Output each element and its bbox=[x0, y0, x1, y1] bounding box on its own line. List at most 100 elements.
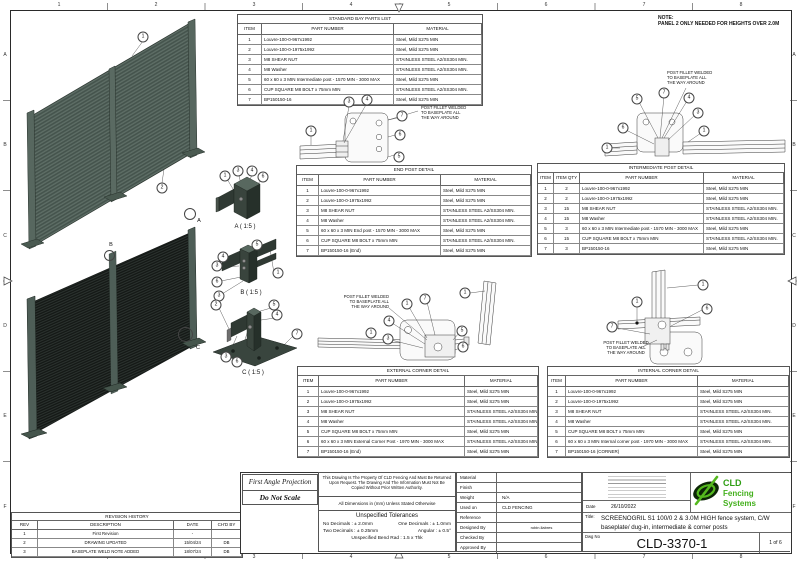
table-header-cell: DATE bbox=[174, 521, 212, 530]
title-label: Title: bbox=[585, 514, 595, 519]
grid-row-label: A bbox=[3, 52, 7, 58]
callout-balloon: 2 bbox=[156, 182, 168, 194]
detail-a-render bbox=[215, 173, 262, 220]
table-cell: 2 bbox=[297, 196, 319, 206]
callout-balloon: 1 bbox=[601, 142, 613, 154]
field-value bbox=[497, 473, 581, 482]
detail-b-render bbox=[220, 238, 277, 295]
detail-circle-b bbox=[104, 250, 115, 261]
table-cell: 5 bbox=[238, 75, 262, 85]
callout-balloon: 6 bbox=[257, 171, 269, 183]
table-header-cell: ITEM QTY bbox=[554, 173, 580, 184]
field-value bbox=[497, 483, 581, 492]
dwg-row: Dwg No CLD-3370-1 1 of 6 bbox=[583, 533, 791, 553]
callout-balloon: 5 bbox=[393, 151, 405, 163]
table-cell: 5 bbox=[548, 427, 566, 437]
callout-balloon: 1 bbox=[697, 279, 709, 291]
table-cell: Louvre-100-0-1975x1992 bbox=[566, 397, 698, 407]
callout-balloon: 1 bbox=[631, 296, 643, 308]
table-cell: 1 bbox=[298, 387, 319, 397]
grid-col-label: 8 bbox=[739, 554, 743, 560]
note-heading: NOTE: bbox=[658, 15, 674, 21]
table-cell: 2 bbox=[554, 184, 580, 194]
table-header-cell: PART NUMBER bbox=[566, 376, 698, 387]
table-cell: STAINLESS STEEL A2/SS304 MIN. bbox=[441, 236, 531, 246]
date-value: 26/10/2022 bbox=[611, 504, 637, 510]
grid-col-label: 5 bbox=[447, 554, 451, 560]
table-header-cell: MATERIAL bbox=[465, 376, 538, 387]
table-cell: M8 SHEAR NUT bbox=[566, 407, 698, 417]
panel-note: NOTE: PANEL 2 ONLY NEEDED FOR HEIGHTS OV… bbox=[658, 15, 798, 27]
callout-balloon: 1 bbox=[698, 125, 710, 137]
tol-no-decimals: No Decimals : ± 2.0mm bbox=[323, 522, 373, 527]
table-header-cell: PART NUMBER bbox=[262, 24, 394, 35]
table-cell: Steel, Mild S275 MIN bbox=[441, 186, 531, 196]
table-header-cell: PART NUMBER bbox=[319, 175, 441, 186]
table-cell: STAINLESS STEEL A2/SS304 MIN. bbox=[704, 234, 784, 244]
table-cell: Louvre-100-0-1975x1992 bbox=[262, 45, 394, 55]
table-header-cell: DESCRIPTION bbox=[38, 521, 174, 530]
field-label: Designed By bbox=[457, 523, 497, 532]
field-label: Finish bbox=[457, 483, 497, 492]
table-header-cell: CH'D BY bbox=[212, 521, 242, 530]
callout-balloon: 7 bbox=[396, 110, 408, 122]
callout-balloon: 1 bbox=[272, 267, 284, 279]
tol-one-decimal: One Decimals : ± 1.0mm bbox=[398, 522, 451, 527]
table-cell: 7 bbox=[297, 246, 319, 256]
callout-balloon: 4 bbox=[217, 251, 229, 263]
table-cell bbox=[212, 530, 242, 539]
grid-col-label: 4 bbox=[349, 2, 353, 8]
table-header-cell: ITEM bbox=[548, 376, 566, 387]
table-title: INTERMEDIATE POST DETAIL bbox=[538, 164, 784, 173]
table-cell: Steel, Mild S275 MIN bbox=[465, 427, 538, 437]
table-cell: M8 Washer bbox=[580, 214, 704, 224]
callout-balloon: 7 bbox=[419, 293, 431, 305]
callout-balloon: 1 bbox=[137, 31, 149, 43]
table-cell: 2 bbox=[238, 45, 262, 55]
callout-balloon: 6 bbox=[457, 341, 469, 353]
table-cell: STAINLESS STEEL A2/SS304 MIN. bbox=[698, 407, 789, 417]
table-cell: 1 bbox=[12, 530, 38, 539]
table-cell: 4 bbox=[238, 65, 262, 75]
date-row: Date 26/10/2022 bbox=[583, 501, 691, 513]
grid-col-label: 4 bbox=[349, 554, 353, 560]
table-cell: 2 bbox=[554, 194, 580, 204]
callout-balloon: 4 bbox=[383, 315, 395, 327]
dwg-no-label: Dwg No bbox=[585, 534, 600, 539]
table-cell: Louvre-100-0-1975x1992 bbox=[319, 397, 465, 407]
table-cell: 3 bbox=[538, 204, 554, 214]
grid-row-label: E bbox=[792, 413, 796, 419]
table-header-cell: MATERIAL bbox=[441, 175, 531, 186]
table-cell: 1 bbox=[297, 186, 319, 196]
field-value bbox=[497, 543, 581, 553]
grid-col-label: 7 bbox=[642, 554, 646, 560]
table-cell: 4 bbox=[548, 417, 566, 427]
table-cell: Steel, Mild S275 MIN bbox=[704, 244, 784, 254]
table-cell: 1 bbox=[548, 387, 566, 397]
logo-text-cld: CLD bbox=[723, 478, 742, 488]
internal-corner-drawing bbox=[616, 269, 703, 365]
table-cell: 60 x 60 x 3 MIN End post - 1570 MIN - 30… bbox=[319, 226, 441, 236]
projection-box: First Angle Projection Do Not Scale bbox=[242, 474, 318, 505]
weld-note-end-post: POST FILLET WELDED TO BASEPLATE ALL THE … bbox=[421, 105, 467, 120]
title-info-box: CLD Fencing Systems Date 26/10/2022 Titl… bbox=[582, 472, 791, 553]
callout-balloon: 6 bbox=[701, 303, 713, 315]
table-cell: Louvre-100-0-1975x1992 bbox=[319, 196, 441, 206]
grid-row-label: D bbox=[792, 323, 796, 329]
table-cell: Steel, Mild S275 MIN bbox=[441, 246, 531, 256]
field-value: N/A bbox=[502, 495, 510, 500]
callout-balloon: 2 bbox=[210, 299, 222, 311]
address-lines bbox=[607, 476, 666, 498]
table-cell: Steel, Mild S275 MIN bbox=[394, 45, 482, 55]
table-cell: 15 bbox=[554, 234, 580, 244]
view-label-b: B ( 1:5 ) bbox=[240, 290, 262, 296]
table-cell: STAINLESS STEEL A2/SS304 MIN. bbox=[394, 85, 482, 95]
detail-letter-c: C bbox=[196, 345, 200, 351]
callout-balloon: 3 bbox=[692, 107, 704, 119]
table-title: END POST DETAIL bbox=[297, 166, 531, 175]
fence-panel-iso-view-2 bbox=[20, 226, 206, 440]
